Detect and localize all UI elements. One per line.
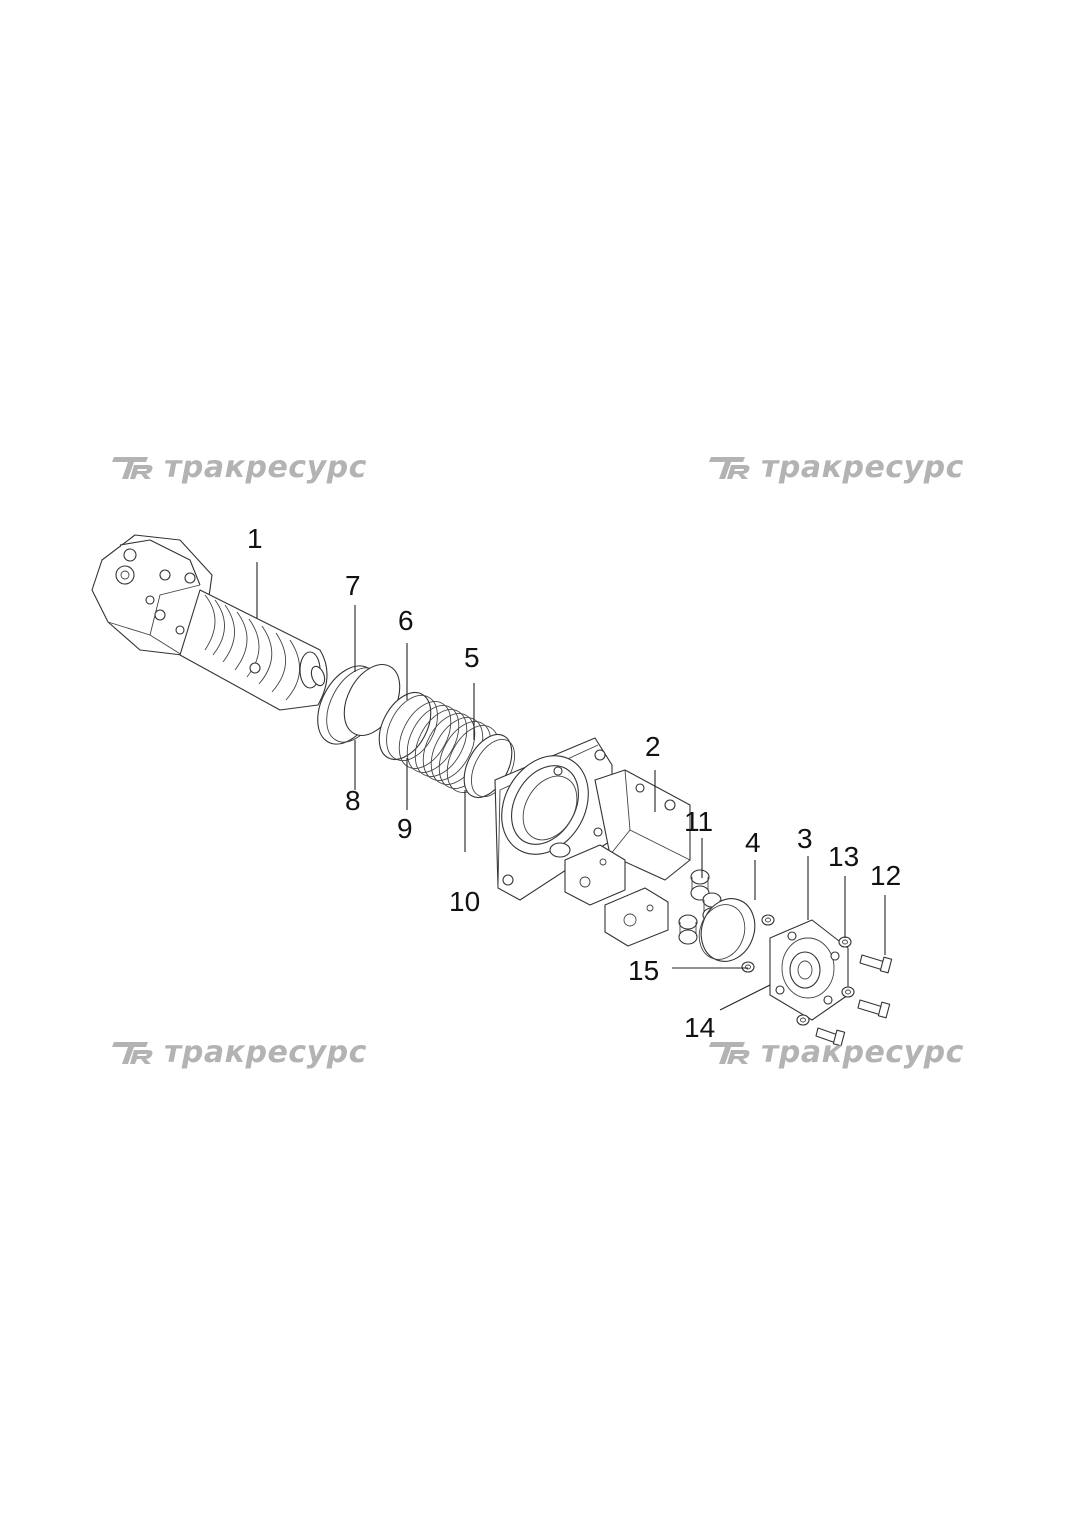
callout-2: 2 — [645, 731, 661, 762]
callout-9: 9 — [397, 813, 413, 844]
watermark: тракресурс — [108, 451, 367, 485]
part-3-cover — [769, 919, 849, 1021]
watermark: тракресурс — [705, 451, 964, 485]
watermark-text: тракресурс — [164, 450, 367, 485]
callout-5: 5 — [464, 642, 480, 673]
part-1-spool-assembly — [91, 534, 328, 711]
callout-12: 12 — [870, 860, 901, 891]
callout-11: 11 — [684, 806, 713, 837]
callout-4: 4 — [745, 827, 761, 858]
watermark: тракресурс — [705, 1036, 964, 1070]
callout-1: 1 — [247, 523, 263, 554]
part-4-disc — [698, 898, 756, 962]
tr-logo-icon — [112, 457, 153, 479]
callout-13: 13 — [828, 841, 859, 872]
callout-7: 7 — [345, 570, 361, 601]
watermark-text: тракресурс — [164, 1035, 367, 1070]
callout-14: 14 — [684, 1012, 715, 1043]
callout-10: 10 — [449, 886, 480, 917]
watermark-text: тракресурс — [761, 1035, 964, 1070]
callout-3: 3 — [797, 823, 813, 854]
watermark-text: тракресурс — [761, 450, 964, 485]
tr-logo-icon — [709, 457, 750, 479]
tr-logo-icon — [112, 1042, 153, 1064]
tr-logo-icon — [709, 1042, 750, 1064]
part-2-housing — [494, 737, 691, 947]
watermark: тракресурс — [108, 1036, 367, 1070]
part-13-15-washers — [741, 914, 855, 1026]
callout-15: 15 — [628, 955, 659, 986]
callout-8: 8 — [345, 785, 361, 816]
callout-6: 6 — [398, 605, 414, 636]
part-12-bolts — [815, 954, 893, 1047]
leader-lines — [256, 562, 886, 1011]
callout-labels: 1 2 3 4 5 6 7 8 9 10 11 12 13 14 15 — [247, 523, 901, 1043]
